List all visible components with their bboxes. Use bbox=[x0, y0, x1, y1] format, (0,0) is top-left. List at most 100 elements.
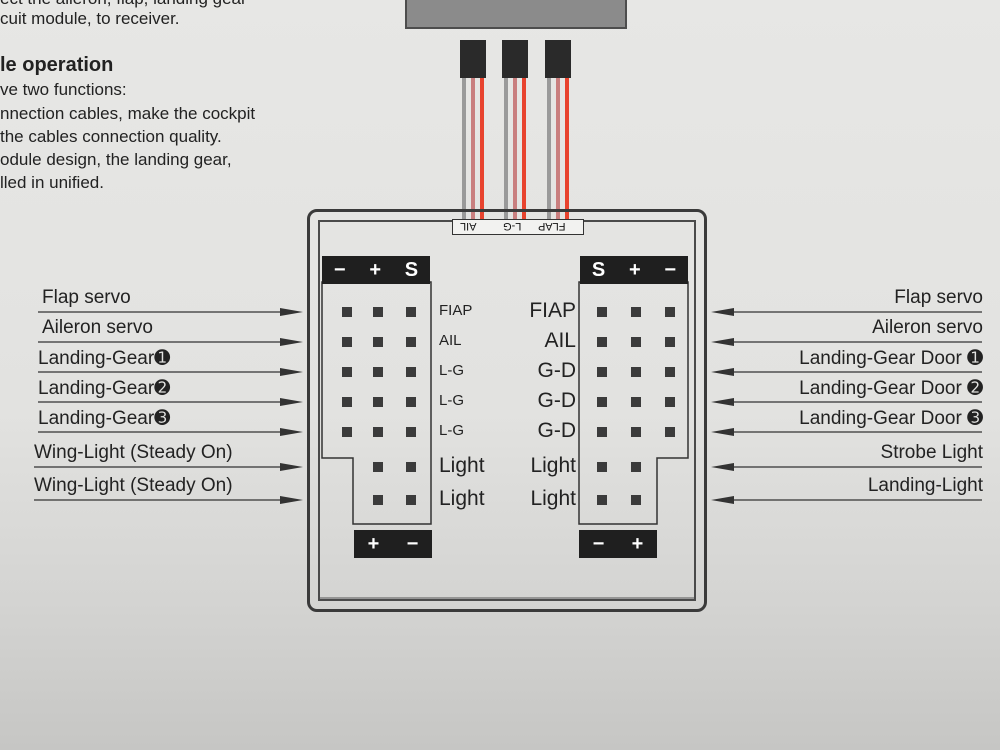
header-pin bbox=[406, 427, 416, 437]
module-chassis bbox=[307, 209, 707, 612]
arrow-right-icon bbox=[280, 338, 303, 346]
right-port-label: G-D bbox=[537, 389, 577, 412]
header-pin bbox=[373, 337, 383, 347]
header-pin bbox=[406, 495, 416, 505]
right-header-bar: S + − bbox=[580, 256, 688, 284]
header-pin bbox=[597, 427, 607, 437]
left-callout-label: Landing-Gear➊ bbox=[38, 348, 171, 369]
arrow-left-icon bbox=[711, 463, 734, 471]
arrow-left-icon bbox=[711, 338, 734, 346]
arrow-right-icon bbox=[280, 496, 303, 504]
intro-line: ect the aileron, flap, landing gear bbox=[0, 0, 247, 9]
minus-sign: − bbox=[592, 532, 605, 555]
intro-line: nnection cables, make the cockpit bbox=[0, 104, 256, 123]
header-pin bbox=[631, 397, 641, 407]
left-port-label: Light bbox=[439, 487, 485, 510]
number-badge-icon: ➋ bbox=[967, 378, 983, 399]
signal-sign: S bbox=[591, 258, 606, 281]
servo-wire bbox=[522, 78, 526, 220]
right-port-label: G-D bbox=[537, 359, 577, 382]
header-pin bbox=[597, 337, 607, 347]
header-pin bbox=[373, 427, 383, 437]
arrow-right-icon bbox=[280, 398, 303, 406]
header-pin bbox=[631, 367, 641, 377]
plus-sign: + bbox=[367, 532, 380, 555]
header-pin bbox=[373, 397, 383, 407]
header-pin bbox=[406, 462, 416, 472]
right-callout-label: Landing-Gear Door ➋ bbox=[799, 378, 983, 399]
header-pin bbox=[342, 427, 352, 437]
left-callout-label: Landing-Gear➋ bbox=[38, 378, 171, 399]
servo-wire bbox=[480, 78, 484, 220]
left-callout-label: Landing-Gear➌ bbox=[38, 408, 171, 429]
arrow-left-icon bbox=[711, 398, 734, 406]
right-callout-label: Aileron servo bbox=[872, 317, 983, 338]
minus-sign: − bbox=[406, 532, 419, 555]
arrow-left-icon bbox=[711, 428, 734, 436]
number-badge-icon: ➌ bbox=[967, 408, 983, 429]
arrow-left-icon bbox=[711, 496, 734, 504]
header-pin bbox=[342, 397, 352, 407]
minus-sign: − bbox=[664, 258, 677, 281]
right-port-label: G-D bbox=[537, 419, 577, 442]
number-badge-icon: ➊ bbox=[967, 348, 983, 369]
right-callout-label: Strobe Light bbox=[880, 442, 983, 463]
header-pin bbox=[631, 337, 641, 347]
servo-wire bbox=[547, 78, 551, 220]
header-pin bbox=[631, 307, 641, 317]
arrow-right-icon bbox=[280, 368, 303, 376]
left-port-label: L-G bbox=[439, 392, 465, 409]
header-pin bbox=[597, 397, 607, 407]
servo-plug bbox=[545, 40, 571, 78]
header-pin bbox=[406, 397, 416, 407]
header-pin bbox=[373, 307, 383, 317]
header-pin bbox=[597, 307, 607, 317]
intro-line: odule design, the landing gear, bbox=[0, 150, 232, 169]
right-port-label: FIAP bbox=[529, 299, 576, 322]
signal-sign: S bbox=[404, 258, 419, 281]
left-callout-label: Flap servo bbox=[42, 287, 131, 308]
servo-wire bbox=[556, 78, 560, 220]
right-footer-bar: − + bbox=[579, 530, 657, 558]
cable-label-strip bbox=[452, 219, 584, 235]
arrow-right-icon bbox=[280, 308, 303, 316]
arrow-left-icon bbox=[711, 368, 734, 376]
header-pin bbox=[597, 462, 607, 472]
right-port-label: Light bbox=[530, 454, 576, 477]
plus-sign: + bbox=[628, 258, 641, 281]
header-pin bbox=[406, 367, 416, 377]
number-badge-icon: ➊ bbox=[154, 348, 171, 369]
receiver-block bbox=[405, 0, 627, 29]
intro-heading: le operation bbox=[0, 54, 114, 76]
number-badge-icon: ➋ bbox=[154, 378, 171, 399]
header-pin bbox=[665, 397, 675, 407]
servo-plug bbox=[460, 40, 486, 78]
header-pin bbox=[342, 367, 352, 377]
intro-line: lled in unified. bbox=[0, 173, 104, 192]
left-callout-label: Wing-Light (Steady On) bbox=[34, 475, 233, 496]
number-badge-icon: ➌ bbox=[154, 408, 171, 429]
right-port-label: Light bbox=[530, 487, 576, 510]
header-pin bbox=[631, 427, 641, 437]
right-callout-label: Landing-Gear Door ➌ bbox=[799, 408, 983, 429]
header-pin bbox=[406, 337, 416, 347]
left-header-bar: − + S bbox=[322, 256, 430, 284]
intro-line: ve two functions: bbox=[0, 80, 127, 99]
right-callout-label: Landing-Light bbox=[867, 475, 983, 496]
left-port-label: L-G bbox=[439, 362, 465, 379]
header-pin bbox=[342, 307, 352, 317]
right-port-label: AIL bbox=[544, 329, 576, 352]
header-pin bbox=[373, 367, 383, 377]
left-port-label: FIAP bbox=[439, 302, 473, 319]
servo-wire bbox=[471, 78, 475, 220]
minus-sign: − bbox=[333, 258, 346, 281]
plus-sign: + bbox=[631, 532, 644, 555]
header-pin bbox=[373, 462, 383, 472]
servo-wire bbox=[513, 78, 517, 220]
left-port-label: L-G bbox=[439, 422, 465, 439]
plus-sign: + bbox=[369, 258, 381, 281]
intro-line: the cables connection quality. bbox=[0, 127, 222, 146]
header-pin bbox=[406, 307, 416, 317]
arrow-right-icon bbox=[280, 428, 303, 436]
